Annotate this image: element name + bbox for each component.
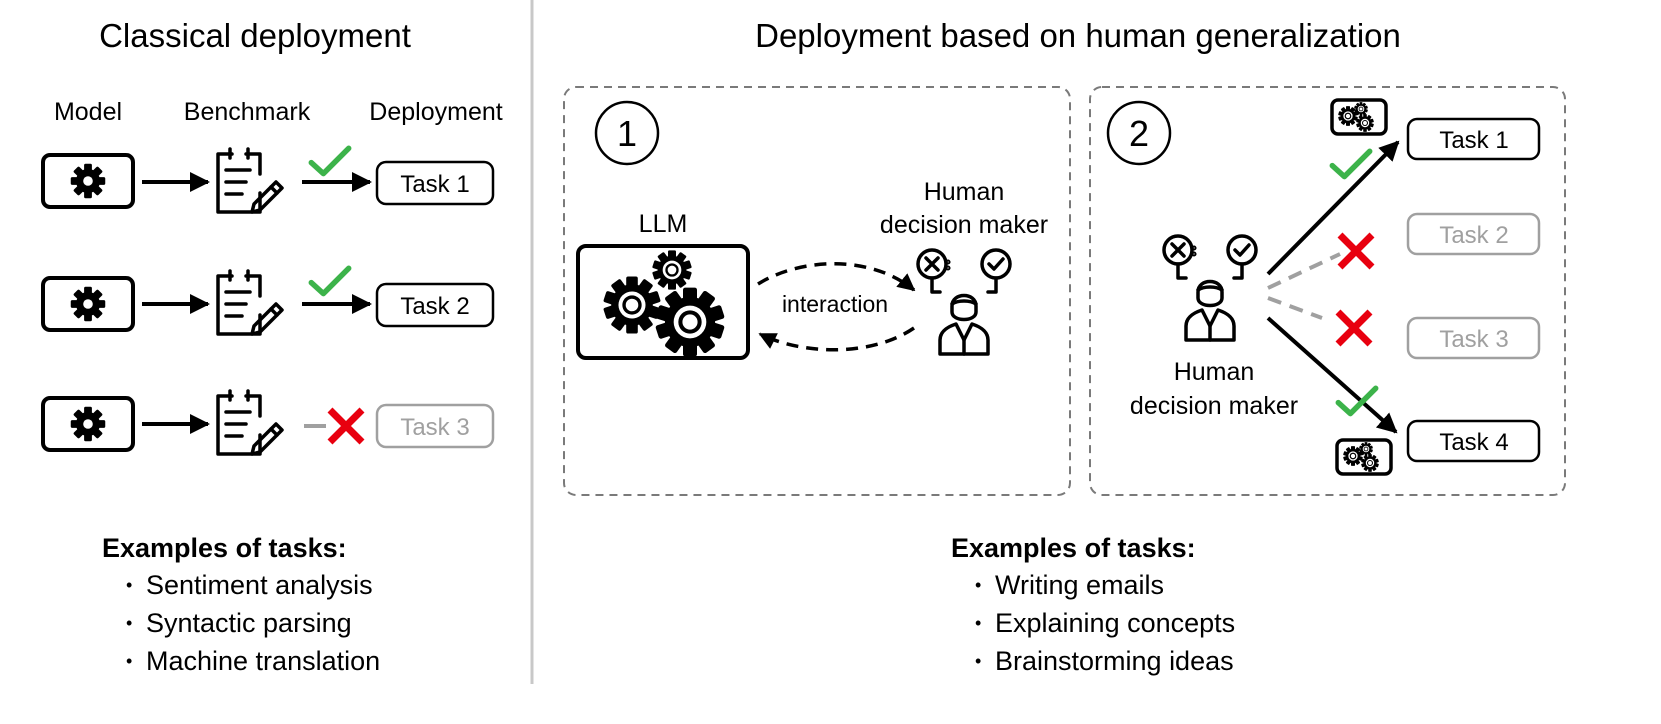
cross-icon <box>330 410 362 442</box>
col-deployment-label: Deployment <box>369 98 502 126</box>
step-1-badge <box>594 100 660 166</box>
list-item: Writing emails <box>975 566 1235 604</box>
human-label-line2: decision maker <box>1130 392 1298 420</box>
task-box-4 <box>1406 419 1541 463</box>
right-panel-title: Deployment based on human generalization <box>755 17 1401 54</box>
arrow-task-2 <box>1267 252 1341 290</box>
model-icon <box>43 155 133 207</box>
check-icon <box>311 268 348 293</box>
left-panel-title: Classical deployment <box>99 17 411 54</box>
human-label-line1: Human <box>924 178 1005 206</box>
human-decision-maker-icon <box>1162 234 1258 342</box>
right-panel: Deployment based on human generalization… <box>563 17 1566 496</box>
classical-row-3: Task 3 <box>43 389 495 456</box>
list-item: Sentiment analysis <box>126 566 380 604</box>
step-2-panel: 2 Human decision maker <box>1089 86 1566 496</box>
classical-row-1: Task 1 <box>43 147 495 214</box>
cross-icon <box>1338 312 1370 344</box>
task-label-2: Task 2 <box>400 293 469 320</box>
task-label-1: Task 1 <box>1439 127 1508 154</box>
task-box-1 <box>1406 117 1541 161</box>
gears-badge-icon <box>1330 98 1388 136</box>
gear-icon <box>655 287 725 357</box>
step-1-number: 1 <box>617 113 637 154</box>
step-2-badge <box>1106 100 1172 166</box>
task-box-1 <box>375 160 495 206</box>
gears-badge-icon <box>1335 438 1393 476</box>
arrow-task-1 <box>1266 140 1400 276</box>
interaction-label: interaction <box>782 291 888 317</box>
task-label-2: Task 2 <box>1439 222 1508 249</box>
examples-list: Writing emails Explaining concepts Brain… <box>951 566 1235 680</box>
task-label-1: Task 1 <box>400 171 469 198</box>
human-label-line2: decision maker <box>880 211 1048 239</box>
task-box-3 <box>1406 316 1541 360</box>
task-label-3: Task 3 <box>1439 326 1508 353</box>
task-label-4: Task 4 <box>1439 429 1508 456</box>
list-item: Brainstorming ideas <box>975 642 1235 680</box>
interaction-arrow-top <box>757 262 916 292</box>
examples-title: Examples of tasks: <box>102 533 347 563</box>
list-item: Syntactic parsing <box>126 604 380 642</box>
right-examples: Examples of tasks: Writing emails Explai… <box>951 530 1235 680</box>
benchmark-icon <box>216 389 284 456</box>
human-decision-maker-icon <box>916 248 1012 356</box>
step-2-number: 2 <box>1129 113 1149 154</box>
human-label-line1: Human <box>1174 358 1255 386</box>
step-1-panel: 1 LLM Human decision maker interaction <box>563 86 1071 496</box>
task-label-3: Task 3 <box>400 414 469 441</box>
arrow-task-4 <box>1266 316 1398 434</box>
model-icon <box>43 398 133 450</box>
interaction-arrow-bottom <box>758 326 915 352</box>
col-benchmark-label: Benchmark <box>184 98 311 126</box>
benchmark-icon <box>216 147 284 214</box>
list-item: Machine translation <box>126 642 380 680</box>
col-model-label: Model <box>54 98 122 126</box>
left-panel: Classical deployment Model Benchmark Dep… <box>43 17 503 456</box>
gear-icon <box>652 250 692 290</box>
task-box-2 <box>375 282 495 328</box>
gear-icon <box>603 276 661 334</box>
arrow-task-3 <box>1267 296 1323 320</box>
cross-icon <box>1340 235 1372 267</box>
examples-title: Examples of tasks: <box>951 533 1196 563</box>
llm-label: LLM <box>639 210 688 238</box>
check-icon <box>311 148 348 173</box>
classical-row-2: Task 2 <box>43 268 495 336</box>
examples-list: Sentiment analysis Syntactic parsing Mac… <box>102 566 380 680</box>
model-icon <box>43 278 133 330</box>
list-item: Explaining concepts <box>975 604 1235 642</box>
left-examples: Examples of tasks: Sentiment analysis Sy… <box>102 530 380 680</box>
benchmark-icon <box>216 269 284 336</box>
check-icon <box>1332 151 1369 176</box>
task-box-3 <box>375 403 495 449</box>
task-box-2 <box>1406 212 1541 256</box>
